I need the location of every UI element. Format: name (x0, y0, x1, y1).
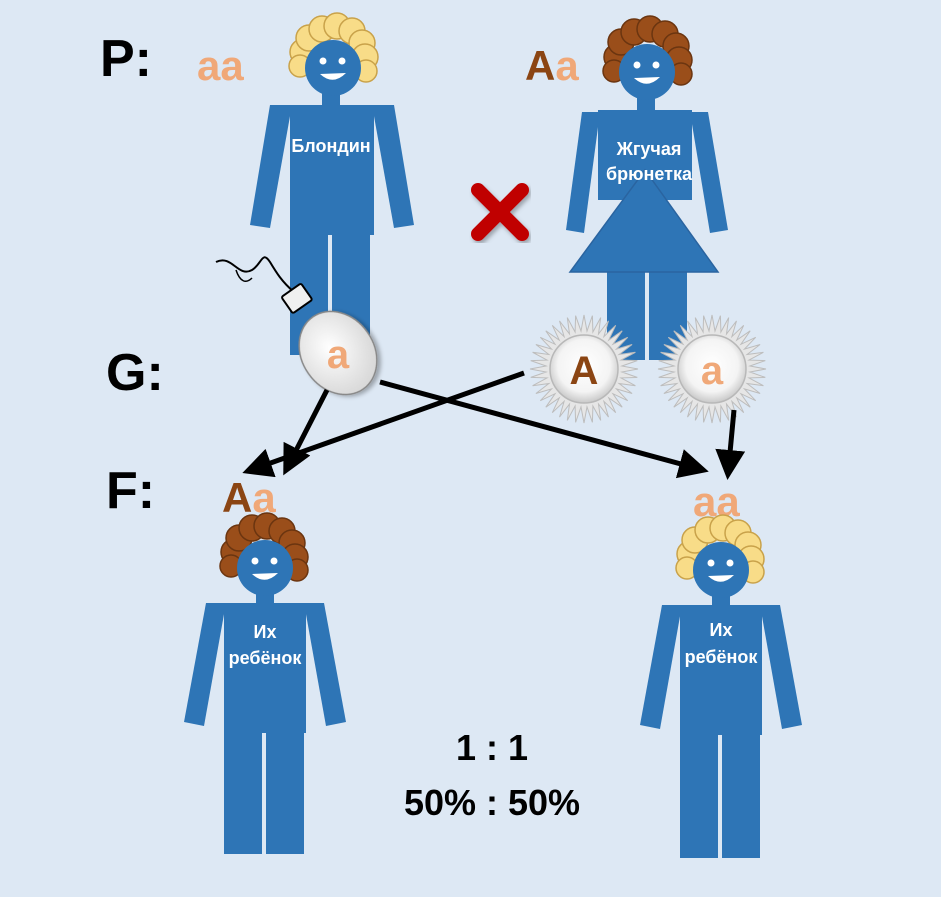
ratio-line1: 1 : 1 (456, 727, 528, 768)
label-parents: P: (100, 30, 152, 88)
sperm-icon (215, 256, 378, 396)
label-gametes: G: (106, 344, 164, 402)
father-genotype: aa (197, 42, 244, 89)
arrow-icon (242, 370, 525, 478)
mother-caption-line1: Жгучая (616, 139, 682, 159)
offspring-right-caption-line2: ребёнок (685, 647, 759, 667)
offspring-left-figure: Их ребёнок (184, 512, 346, 854)
arrow-icon (715, 409, 746, 480)
ratio-line2: 50% : 50% (404, 782, 580, 823)
offspring-left-caption-line1: Их (254, 622, 277, 642)
arrow-icon (283, 388, 330, 476)
egg1-allele: A (570, 349, 599, 393)
father-figure: Блондин (250, 12, 414, 355)
mother-figure: Жгучая брюнетка (566, 15, 728, 360)
egg-icon (657, 314, 767, 424)
sperm-allele: a (327, 333, 350, 377)
offspring-right-figure: Их ребёнок (640, 514, 802, 858)
cross-icon (471, 183, 529, 241)
father-caption: Блондин (291, 136, 370, 156)
offspring-right-caption-line1: Их (710, 620, 733, 640)
offspring-left-caption-line2: ребёнок (229, 648, 303, 668)
label-offspring: F: (106, 462, 155, 520)
arrow-icon (379, 379, 709, 479)
egg2-allele: a (701, 349, 724, 393)
mother-caption-line2: брюнетка (606, 164, 693, 184)
egg-icon (529, 314, 639, 424)
offspring-left-genotype: Aa (222, 474, 276, 521)
mother-genotype-dominant: Aa (525, 42, 579, 89)
